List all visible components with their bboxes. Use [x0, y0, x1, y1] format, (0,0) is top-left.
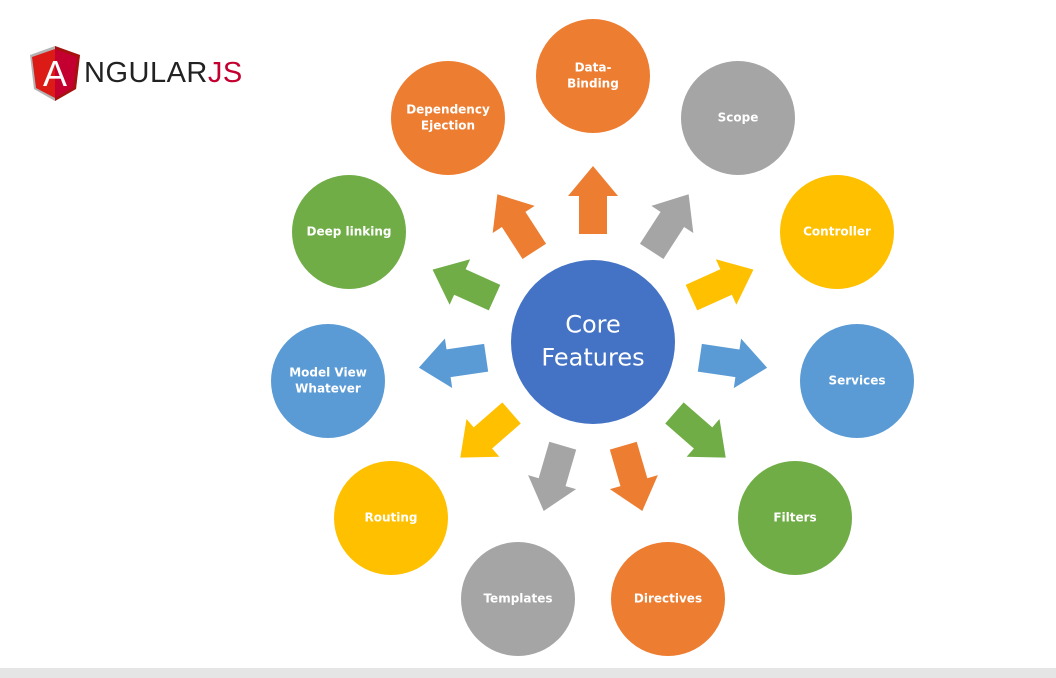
logo-suffix: JS: [207, 57, 243, 89]
node-label-data-binding: Data-: [575, 61, 612, 75]
arrow-to-deep-linking: [432, 259, 501, 311]
node-label-dependency-ejection: Ejection: [421, 119, 475, 133]
arrow-to-services: [697, 338, 768, 389]
arrow-to-model-view-whatever: [418, 338, 489, 388]
arrow-to-templates: [528, 441, 577, 511]
node-label-templates: Templates: [483, 592, 552, 606]
arrow-to-routing: [460, 402, 521, 458]
node-label-data-binding: Binding: [567, 77, 619, 91]
arrow-to-controller: [685, 259, 754, 311]
node-label-model-view-whatever: Whatever: [295, 382, 361, 396]
node-label-filters: Filters: [773, 511, 816, 525]
node-label-directives: Directives: [634, 592, 702, 606]
arrow-to-scope: [639, 194, 694, 259]
logo-word: NGULAR: [84, 57, 208, 89]
node-data-binding: Data- Binding: [536, 19, 650, 133]
angularjs-logo: A NGULARJS: [28, 44, 258, 102]
node-controller: Controller: [780, 175, 894, 289]
node-label-controller: Controller: [803, 225, 871, 239]
node-label-scope: Scope: [718, 111, 759, 125]
arrow-to-dependency-ejection: [492, 194, 547, 259]
center-label: Features: [541, 344, 644, 372]
angular-shield-icon: A: [30, 46, 80, 101]
arrow-to-data-binding: [568, 166, 618, 234]
node-services: Services: [800, 324, 914, 438]
node-filters: Filters: [738, 461, 852, 575]
node-directives: Directives: [611, 542, 725, 656]
center-label: Core: [565, 311, 621, 339]
node-scope: Scope: [681, 61, 795, 175]
arrow-to-filters: [665, 402, 726, 458]
node-label-dependency-ejection: Dependency: [406, 103, 490, 117]
logo-wordmark: NGULARJS: [84, 57, 243, 90]
node-deep-linking: Deep linking: [292, 175, 406, 289]
bottom-bar: [0, 668, 1056, 678]
node-label-deep-linking: Deep linking: [306, 225, 391, 239]
node-label-routing: Routing: [364, 511, 417, 525]
arrow-to-directives: [609, 441, 658, 511]
node-label-model-view-whatever: Model View: [289, 366, 367, 380]
logo-letter: A: [43, 53, 67, 94]
node-templates: Templates: [461, 542, 575, 656]
node-label-services: Services: [828, 374, 885, 388]
node-routing: Routing: [334, 461, 448, 575]
